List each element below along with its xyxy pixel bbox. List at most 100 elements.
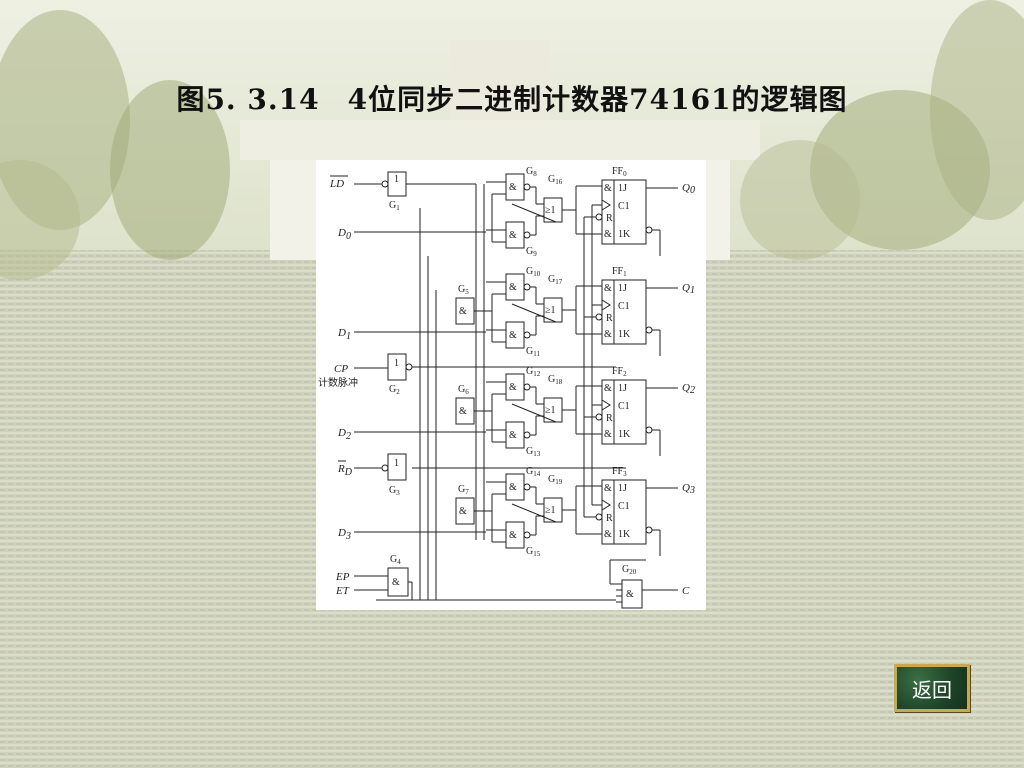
svg-text:&: & [509, 382, 517, 393]
stage-bit-2: & G12 & G13 ≥1 G18 [474, 366, 576, 458]
svg-text:&: & [509, 230, 517, 241]
svg-text:&: & [626, 589, 634, 600]
gate-g2: 1 G2 [387, 353, 413, 396]
svg-text:G18: G18 [548, 374, 563, 386]
svg-text:&: & [459, 406, 467, 417]
svg-text:G4: G4 [390, 554, 401, 566]
svg-text:&: & [509, 330, 517, 341]
svg-text:&: & [604, 283, 612, 294]
gate-g20: & G20 [609, 559, 678, 609]
svg-text:≥1: ≥1 [545, 305, 556, 316]
svg-text:G10: G10 [526, 266, 541, 278]
figure-caption: 4位同步二进制计数器74161的逻辑图 [347, 83, 848, 116]
svg-text:FF0: FF0 [612, 166, 627, 178]
svg-text:&: & [509, 430, 517, 441]
svg-text:&: & [604, 429, 612, 440]
svg-text:1K: 1K [618, 329, 631, 340]
flipflop-ff2: FF2 & 1J C1 R & 1K [575, 366, 678, 456]
svg-text:C: C [682, 585, 690, 597]
flipflop-ff1: FF1 & 1J C1 R & 1K [575, 266, 678, 356]
stage-bit-0: & G8 & G9 ≥1 G16 [486, 166, 576, 258]
label-d0: D0 [337, 227, 351, 242]
svg-text:&: & [604, 483, 612, 494]
page-title: 图5. 3.14 4位同步二进制计数器74161的逻辑图 [0, 78, 1024, 118]
svg-text:≥1: ≥1 [545, 205, 556, 216]
output-label-q2: Q2 [682, 382, 695, 396]
svg-text:R: R [606, 313, 613, 324]
svg-text:≥1: ≥1 [545, 405, 556, 416]
svg-text:G5: G5 [458, 284, 469, 296]
svg-text:R: R [606, 513, 613, 524]
label-cp: CP [334, 363, 348, 375]
input-labels: LD D0 D1 CP 计数脉冲 D2 RD D3 EP ET [318, 175, 358, 597]
logic-diagram: LD D0 D1 CP 计数脉冲 D2 RD D3 EP ET 1 G1 1 G… [316, 160, 706, 610]
figure-number: 图5. 3.14 [176, 83, 320, 116]
output-label-q3: Q3 [682, 482, 695, 496]
svg-text:1: 1 [394, 458, 399, 469]
label-ep: EP [335, 571, 350, 583]
svg-text:1K: 1K [618, 429, 631, 440]
svg-text:FF2: FF2 [612, 366, 627, 378]
svg-text:G2: G2 [389, 384, 400, 396]
label-cp-note: 计数脉冲 [318, 376, 358, 389]
label-ld: LD [329, 178, 344, 190]
svg-text:&: & [459, 306, 467, 317]
label-et: ET [335, 585, 350, 597]
stage-bit-1: & G10 & G11 ≥1 G17 [474, 266, 576, 358]
gate-g3: 1 G3 [381, 453, 407, 497]
svg-text:G8: G8 [526, 166, 537, 178]
svg-text:&: & [604, 529, 612, 540]
svg-text:&: & [604, 229, 612, 240]
svg-text:R: R [606, 213, 613, 224]
svg-text:G3: G3 [389, 485, 400, 497]
svg-text:G14: G14 [526, 466, 541, 478]
svg-text:Q0: Q0 [682, 182, 695, 196]
svg-text:G19: G19 [548, 474, 563, 486]
svg-text:G15: G15 [526, 546, 541, 558]
svg-text:FF1: FF1 [612, 266, 627, 278]
svg-text:1J: 1J [618, 483, 627, 494]
svg-text:C1: C1 [618, 201, 630, 212]
svg-text:R: R [606, 413, 613, 424]
svg-text:Q2: Q2 [682, 382, 695, 396]
gate-g7: & G7 [455, 484, 475, 525]
svg-text:G9: G9 [526, 246, 537, 258]
flipflop-ff0: FF0 & 1J C1 R & 1K [575, 166, 678, 256]
svg-text:G11: G11 [526, 346, 540, 358]
svg-text:≥1: ≥1 [545, 505, 556, 516]
svg-text:&: & [509, 282, 517, 293]
stage-bit-3: & G14 & G15 ≥1 G19 [474, 466, 576, 558]
back-button[interactable]: 返回 [894, 664, 970, 712]
svg-text:1J: 1J [618, 183, 627, 194]
output-label-c: C [682, 585, 690, 597]
gate-g4: & G4 [387, 554, 409, 597]
svg-text:1: 1 [394, 358, 399, 369]
svg-text:C1: C1 [618, 501, 630, 512]
svg-text:C1: C1 [618, 401, 630, 412]
output-label-q1: Q1 [682, 282, 695, 296]
svg-text:&: & [509, 182, 517, 193]
svg-text:1J: 1J [618, 283, 627, 294]
svg-text:1: 1 [394, 174, 399, 185]
svg-text:C1: C1 [618, 301, 630, 312]
svg-text:&: & [509, 482, 517, 493]
output-label-q0: Q0 [682, 182, 695, 196]
gate-g5: & G5 [455, 284, 475, 325]
flipflop-ff3: FF3 & 1J C1 R & 1K [575, 466, 678, 556]
svg-text:&: & [392, 577, 400, 588]
svg-text:G7: G7 [458, 484, 469, 496]
svg-text:Q1: Q1 [682, 282, 695, 296]
svg-text:&: & [459, 506, 467, 517]
svg-text:&: & [509, 530, 517, 541]
label-d2: D2 [337, 427, 351, 442]
bus-lines [376, 183, 626, 601]
label-d1: D1 [337, 327, 351, 342]
svg-text:G17: G17 [548, 274, 563, 286]
svg-text:&: & [604, 183, 612, 194]
svg-text:FF3: FF3 [612, 466, 627, 478]
svg-text:&: & [604, 329, 612, 340]
gate-g1: 1 G1 [381, 171, 407, 212]
gate-g6: & G6 [455, 384, 475, 425]
clock-reset-lines [583, 205, 593, 517]
svg-text:&: & [604, 383, 612, 394]
